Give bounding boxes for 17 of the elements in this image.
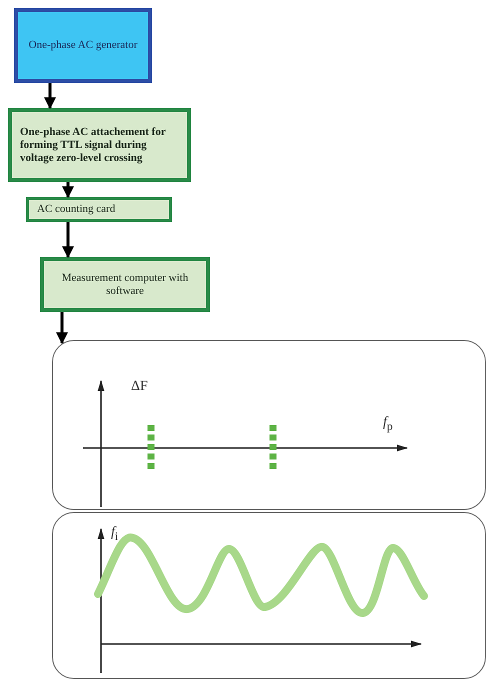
process-box [26, 197, 172, 222]
axis-label: f$_{p}$ [383, 415, 393, 433]
arrow [56, 312, 68, 344]
plot-panel [52, 340, 486, 510]
arrow [62, 222, 74, 258]
axis-label: ΔF [131, 379, 148, 395]
plot-panel [52, 512, 486, 679]
box-label: AC counting card [37, 203, 116, 216]
box-label: One-phase AC attachement for forming TTL signal during voltage zero-level crossing [20, 126, 167, 164]
process-box [14, 8, 152, 83]
process-box [40, 257, 210, 312]
arrow [62, 182, 74, 198]
box-label: One-phase AC generator [28, 39, 138, 52]
process-box [8, 108, 191, 182]
arrow [44, 83, 56, 110]
box-label: Measurement computer with software [60, 272, 190, 298]
axis-label: f$_{i}$ [111, 525, 118, 543]
